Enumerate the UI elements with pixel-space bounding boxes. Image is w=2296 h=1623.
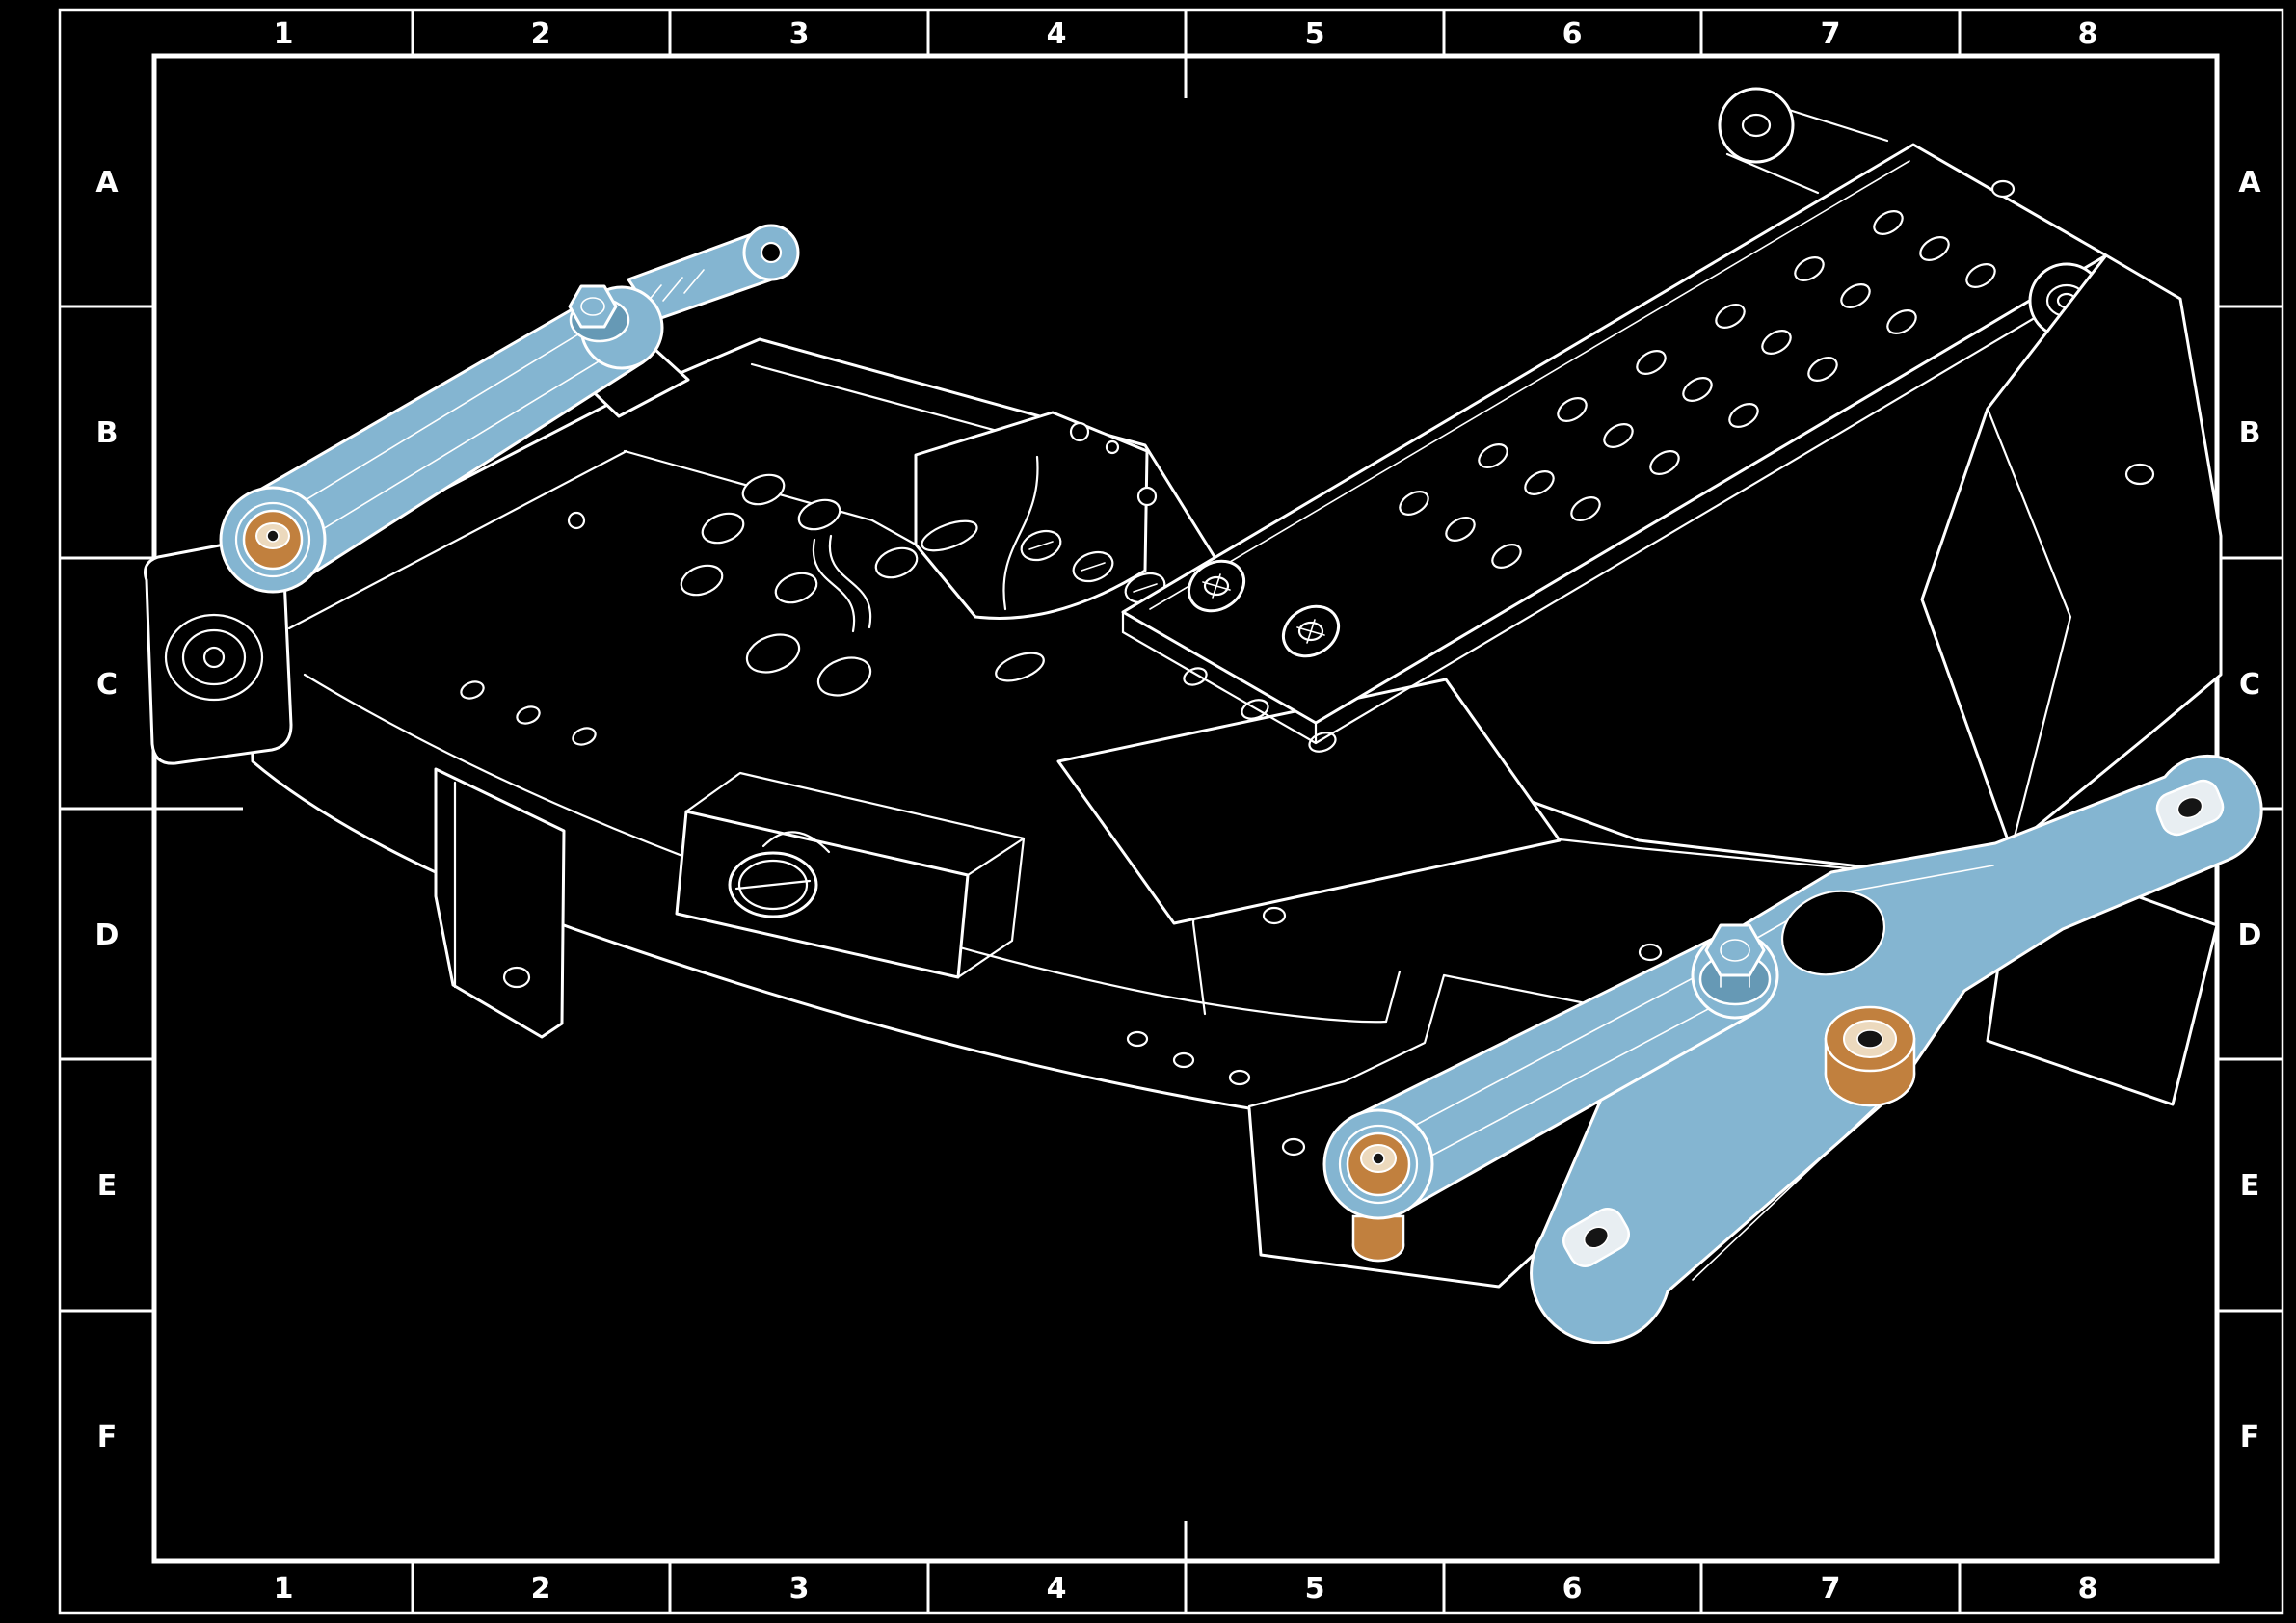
standoff-right-lobe (2155, 779, 2225, 837)
arm-shaft-ridges (1370, 959, 1744, 1181)
plate-hole-cluster (567, 421, 1337, 753)
bent-tab-curve (812, 534, 872, 633)
col-label-bottom-3: 3 (789, 1572, 810, 1606)
col-label-bottom-1: 1 (274, 1572, 294, 1606)
col-label-bottom-7: 7 (1821, 1572, 1841, 1606)
panel-hole (1262, 906, 1287, 925)
col-label-top-7: 7 (1821, 17, 1841, 51)
arm-eye (219, 486, 327, 594)
mid-plate-ridge (623, 449, 918, 546)
row-label-left-f: F (97, 1421, 118, 1454)
col-label-top-6: 6 (1562, 17, 1583, 51)
side-flange (1920, 253, 2223, 850)
col-label-bottom-4: 4 (1047, 1572, 1067, 1606)
col-label-top-8: 8 (2078, 17, 2098, 51)
center-marks (154, 56, 2217, 1561)
panel-hole (1638, 943, 1663, 962)
row-label-right-e: E (2240, 1169, 2260, 1203)
rail-inner-edge (303, 673, 1388, 1024)
eye-spacer (1351, 1214, 1405, 1263)
bottom-ticks (411, 1561, 1962, 1613)
outer-trim-border (58, 8, 2284, 1615)
linkage-arm-lower-right (1322, 923, 1779, 1263)
row-label-right-b: B (2239, 416, 2261, 450)
hanging-tab (434, 767, 566, 1039)
slotted-screws (1020, 529, 1166, 604)
arm-boss (1691, 923, 1779, 1020)
col-label-bottom-2: 2 (531, 1572, 551, 1606)
center-pedestal (675, 771, 1026, 979)
row-label-right-d: D (2238, 918, 2262, 952)
plate-lip-line (1149, 160, 1910, 610)
hex-nut (1704, 923, 1766, 977)
row-label-right-c: C (2239, 668, 2260, 702)
col-label-top-2: 2 (531, 17, 551, 51)
left-mount-bracket (144, 536, 293, 765)
sheet-hole (1281, 1137, 1306, 1157)
drawing-frame: 1 2 3 4 5 6 7 8 1 2 3 4 5 6 7 8 A B C D … (58, 8, 2284, 1615)
row-label-left-e: E (97, 1169, 118, 1203)
row-label-left-c: C (96, 668, 118, 702)
plate-hole-grid (1399, 210, 1996, 569)
hex-bolt (568, 284, 618, 329)
plate-screw (1281, 604, 1341, 658)
row-label-right-a: A (2238, 166, 2261, 200)
col-label-top-4: 4 (1047, 17, 1067, 51)
row-label-left-a: A (95, 166, 119, 200)
col-label-bottom-8: 8 (2078, 1572, 2098, 1606)
plate-thickness-edges (1121, 253, 2108, 745)
col-label-top-3: 3 (789, 17, 810, 51)
row-label-left-d: D (95, 918, 120, 952)
arm-shaft-ridges (263, 312, 631, 555)
bushing-cylinder (1824, 1005, 1916, 1107)
pivot-bracket-lower-right (1530, 754, 2263, 1344)
row-label-right-f: F (2240, 1421, 2260, 1454)
plate-corner-hole (1990, 179, 2016, 199)
col-label-top-1: 1 (274, 17, 294, 51)
left-ticks (60, 305, 154, 1313)
arm-boss (568, 284, 664, 370)
col-label-top-5: 5 (1305, 17, 1325, 51)
rail-holes (460, 680, 1251, 1086)
col-label-bottom-6: 6 (1562, 1572, 1583, 1606)
standoff-bottom-lobe (1562, 1208, 1630, 1267)
upper-rail-inner-line (287, 449, 628, 630)
top-ticks (411, 10, 1962, 56)
plate-screw (1187, 559, 1246, 613)
arm-eye (1322, 1108, 1434, 1220)
row-label-left-b: B (96, 416, 119, 450)
col-label-bottom-5: 5 (1305, 1572, 1325, 1606)
linkage-arm-upper-left (219, 224, 800, 594)
bracket-big-hole (1780, 890, 1886, 976)
mounting-tab-top (1718, 87, 1889, 195)
notch-bent-tab (1002, 455, 1039, 611)
